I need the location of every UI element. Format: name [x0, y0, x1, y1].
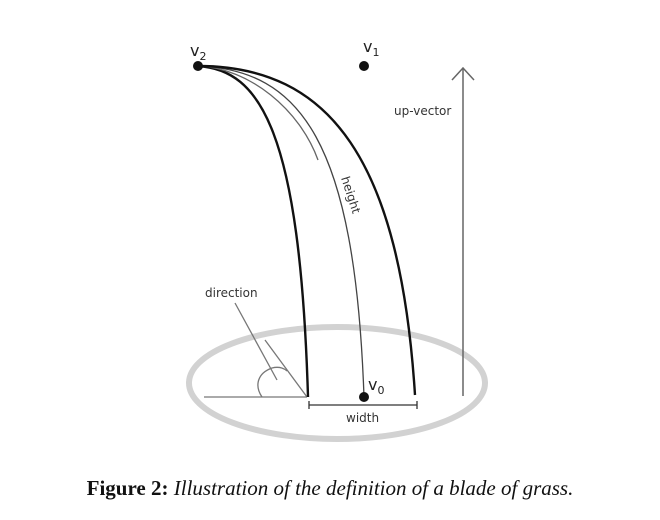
- direction-line: [264, 339, 308, 398]
- v1-label: v1: [363, 37, 379, 59]
- v1-point: [359, 61, 369, 71]
- direction-pointer: [234, 302, 278, 381]
- height-label: height: [338, 175, 363, 216]
- up-vector-arrowhead-icon: [451, 66, 475, 81]
- v0-point: [359, 392, 369, 402]
- blade-right-edge: [197, 64, 417, 396]
- caption-text: Illustration of the definition of a blad…: [173, 476, 574, 500]
- width-label: width: [346, 411, 379, 425]
- blade-left-edge: [197, 64, 310, 398]
- caption-prefix: Figure 2:: [86, 476, 169, 500]
- up-vector-label: up-vector: [394, 104, 451, 118]
- v2-point: [193, 61, 203, 71]
- ground-ellipse: [186, 324, 488, 442]
- blade-inner-curve: [197, 65, 319, 161]
- direction-angle-arc: [257, 366, 288, 398]
- v2-label: v2: [190, 41, 206, 63]
- v0-label: v0: [368, 375, 384, 397]
- figure-caption: Figure 2: Illustration of the definition…: [0, 476, 660, 501]
- direction-label: direction: [205, 286, 258, 300]
- blade-center-line: [197, 65, 365, 398]
